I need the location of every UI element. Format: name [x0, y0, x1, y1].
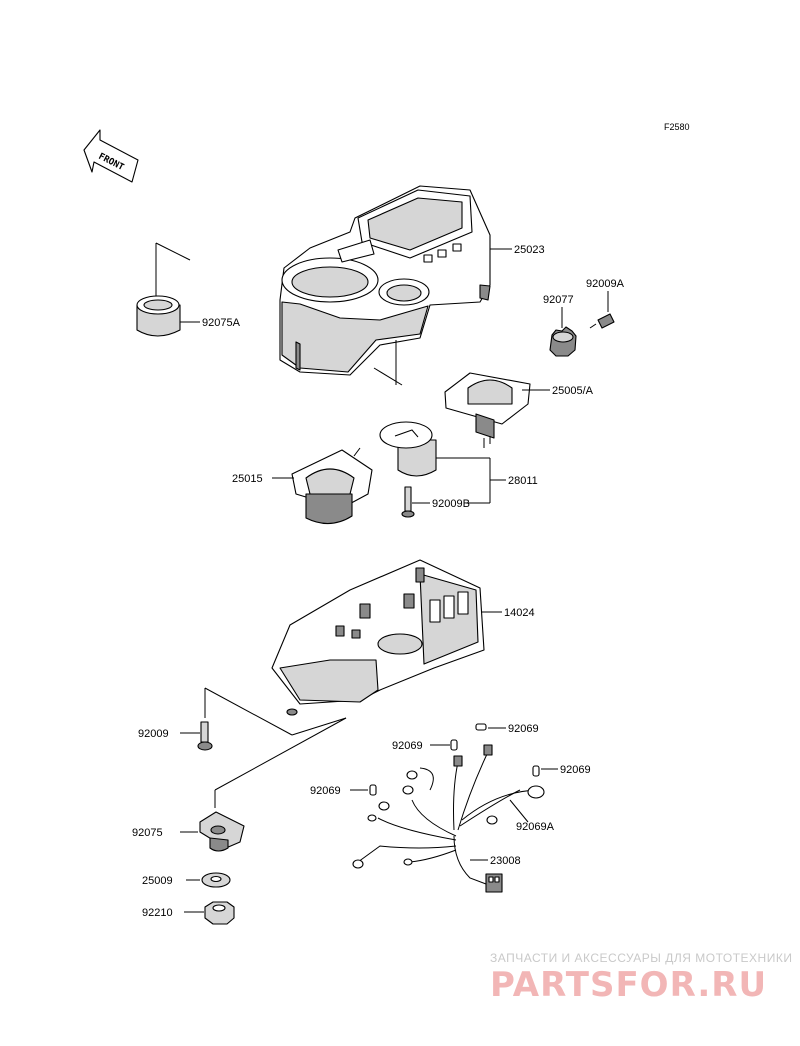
- label-92077: 92077: [543, 294, 574, 306]
- washer-part-25009: [201, 872, 231, 888]
- nut-part-92210: [204, 901, 235, 925]
- label-28011: 28011: [508, 475, 538, 487]
- figure-code: F2580: [664, 122, 690, 132]
- screw-part-92009: [197, 721, 213, 751]
- rubber-cap-part: [136, 295, 181, 337]
- label-92009A: 92009A: [586, 278, 625, 290]
- gauge-part-25005A: [444, 372, 531, 448]
- label-92069-c: 92069: [560, 764, 591, 776]
- label-92009B: 92009B: [432, 498, 470, 510]
- gauge-part-25015: [291, 447, 373, 525]
- label-92075A: 92075A: [202, 317, 241, 329]
- label-25023: 25023: [514, 244, 545, 256]
- watermark-brand: PARTSFOR.RU: [490, 965, 767, 1005]
- label-25009: 25009: [142, 875, 173, 887]
- label-25015: 25015: [232, 473, 263, 485]
- meter-cover-part: [279, 185, 491, 376]
- label-25005A: 25005/A: [552, 385, 594, 397]
- wiring-harness-part: [352, 744, 545, 893]
- label-92069-d: 92069: [310, 785, 341, 797]
- front-arrow-icon: FRONT: [83, 129, 139, 183]
- watermark-tagline: ЗАПЧАСТИ И АКСЕССУАРЫ ДЛЯ МОТОТЕХНИКИ: [490, 951, 792, 965]
- label-92075: 92075: [132, 827, 163, 839]
- bulb-part-4: [369, 784, 377, 796]
- label-92069A: 92069A: [516, 821, 555, 833]
- label-14024: 14024: [504, 607, 535, 619]
- label-23008: 23008: [490, 855, 521, 867]
- rubber-mount-part-92075: [199, 811, 245, 852]
- meter-case-part: [271, 559, 485, 716]
- label-92210: 92210: [142, 907, 173, 919]
- bulb-part-2: [475, 723, 487, 731]
- screw-part-92009B: [401, 486, 415, 518]
- label-92009: 92009: [138, 728, 169, 740]
- bulb-part-3: [532, 765, 540, 777]
- gear-part: [549, 326, 577, 357]
- screw-part-92009A: [589, 313, 615, 329]
- meter-cup-part: [379, 421, 437, 477]
- label-92069-a: 92069: [392, 740, 423, 752]
- bulb-part-1: [450, 739, 458, 751]
- label-92069-b: 92069: [508, 723, 539, 735]
